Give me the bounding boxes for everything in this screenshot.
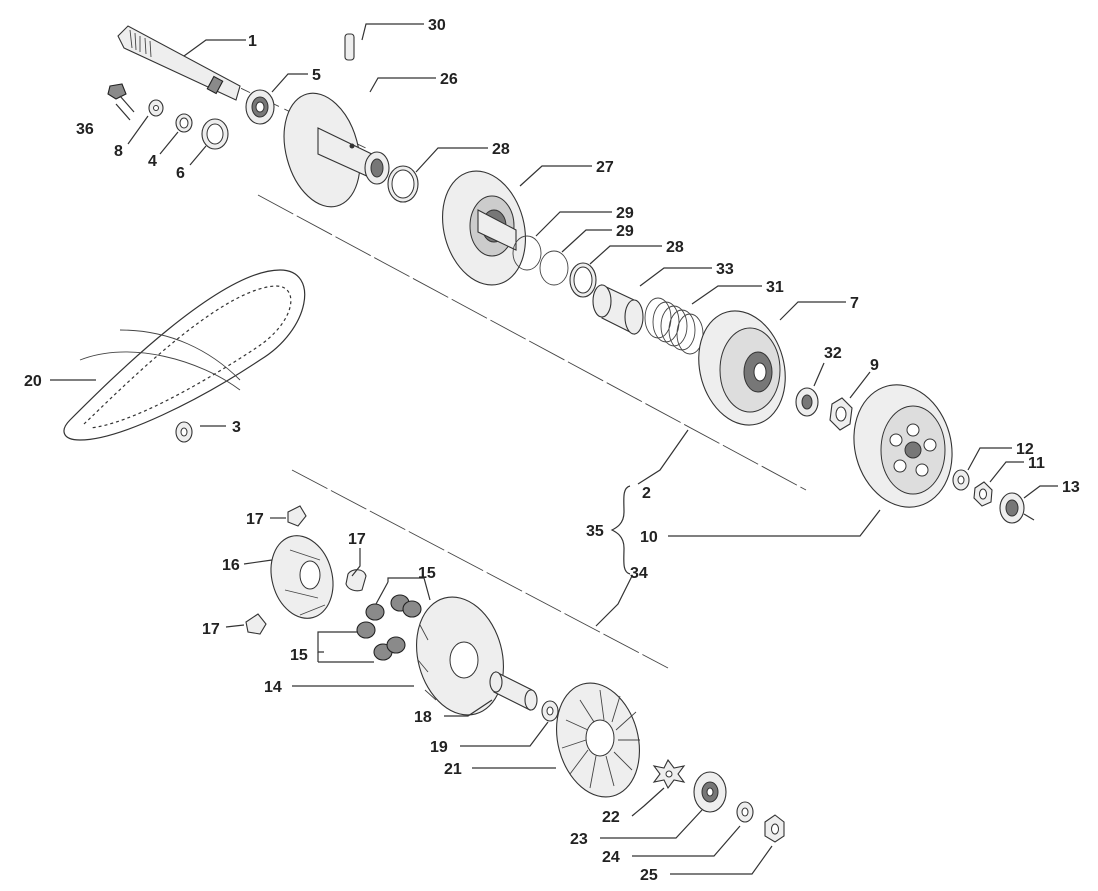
- bolt-part-36: [107, 83, 135, 113]
- drum-part-10: [853, 384, 953, 508]
- washer-part-3: [175, 421, 193, 443]
- label-9: 9: [870, 357, 879, 374]
- label-17-bottom: 17: [202, 621, 220, 638]
- washer-part-19: [541, 700, 559, 722]
- label-10: 10: [640, 529, 658, 546]
- label-15-upper: 15: [418, 565, 436, 582]
- label-12: 12: [1016, 441, 1034, 458]
- label-15-lower: 15: [290, 647, 308, 664]
- belt-part-20: [63, 269, 306, 441]
- label-5: 5: [312, 67, 321, 84]
- part-labels: 1 30 5 26 36 8 4 6 28 27 29 29 28 33 31 …: [24, 17, 1080, 884]
- label-26: 26: [440, 71, 458, 88]
- nut-part-11: [973, 481, 993, 507]
- label-36: 36: [76, 121, 94, 138]
- ramp-plate-part-16: [270, 535, 334, 619]
- star-part-22: [652, 758, 686, 790]
- label-20: 20: [24, 373, 42, 390]
- nut-part-25: [764, 814, 785, 843]
- sleeve-part-18: [489, 671, 538, 711]
- label-28-upper: 28: [492, 141, 510, 158]
- label-22: 22: [602, 809, 620, 826]
- label-23: 23: [570, 831, 588, 848]
- pulley-part-26: [283, 92, 390, 208]
- oring-part-29-b: [539, 250, 569, 286]
- label-29-b: 29: [616, 223, 634, 240]
- nut-part-9: [829, 397, 853, 431]
- label-4: 4: [148, 153, 157, 170]
- ring-part-28-lower: [569, 262, 597, 298]
- washer-part-24: [736, 801, 754, 823]
- label-16: 16: [222, 557, 240, 574]
- label-19: 19: [430, 739, 448, 756]
- label-32: 32: [824, 345, 842, 362]
- rollers-part-15-lower: [356, 621, 406, 661]
- label-6: 6: [176, 165, 185, 182]
- label-30: 30: [428, 17, 446, 34]
- oring-part-29-a: [512, 235, 542, 271]
- label-3: 3: [232, 419, 241, 436]
- sleeve-part-33: [592, 284, 644, 335]
- bearing-part-32: [795, 387, 819, 417]
- label-27: 27: [596, 159, 614, 176]
- pin-part-30: [344, 33, 355, 61]
- variator-part-14: [416, 596, 504, 716]
- label-33: 33: [716, 261, 734, 278]
- label-25: 25: [640, 867, 658, 884]
- upper-axis-line: [257, 194, 807, 491]
- fan-pulley-part-21: [555, 682, 641, 798]
- label-8: 8: [114, 143, 123, 160]
- washer-part-12: [952, 469, 970, 491]
- label-34: 34: [630, 565, 648, 582]
- label-28-lower: 28: [666, 239, 684, 256]
- label-17-top: 17: [246, 511, 264, 528]
- label-14: 14: [264, 679, 282, 696]
- ring-part-6: [201, 118, 229, 150]
- label-11: 11: [1028, 455, 1045, 472]
- label-35: 35: [586, 523, 604, 540]
- slider-part-17-middle: [345, 569, 367, 592]
- label-18: 18: [414, 709, 432, 726]
- leader-lines: [50, 23, 1058, 875]
- clutch-part-7: [698, 310, 786, 426]
- label-29-a: 29: [616, 205, 634, 222]
- label-21: 21: [444, 761, 462, 778]
- pulley-part-27: [441, 170, 527, 286]
- slider-part-17-top: [287, 505, 307, 527]
- label-31: 31: [766, 279, 784, 296]
- label-24: 24: [602, 849, 620, 866]
- housing-part-23: [693, 771, 727, 813]
- bearing-part-5: [245, 89, 275, 125]
- label-13: 13: [1062, 479, 1080, 496]
- label-2: 2: [642, 485, 651, 502]
- lower-axis-line: [291, 469, 669, 669]
- spring-part-31: [644, 297, 704, 355]
- label-7: 7: [850, 295, 859, 312]
- slider-part-17-bottom: [245, 613, 267, 635]
- bearing-part-13: [999, 492, 1035, 524]
- ring-part-28-upper: [387, 165, 419, 203]
- label-1: 1: [248, 33, 257, 50]
- rollers-part-15-upper: [365, 594, 422, 621]
- shaft-part-1: [117, 25, 241, 101]
- label-17-middle: 17: [348, 531, 366, 548]
